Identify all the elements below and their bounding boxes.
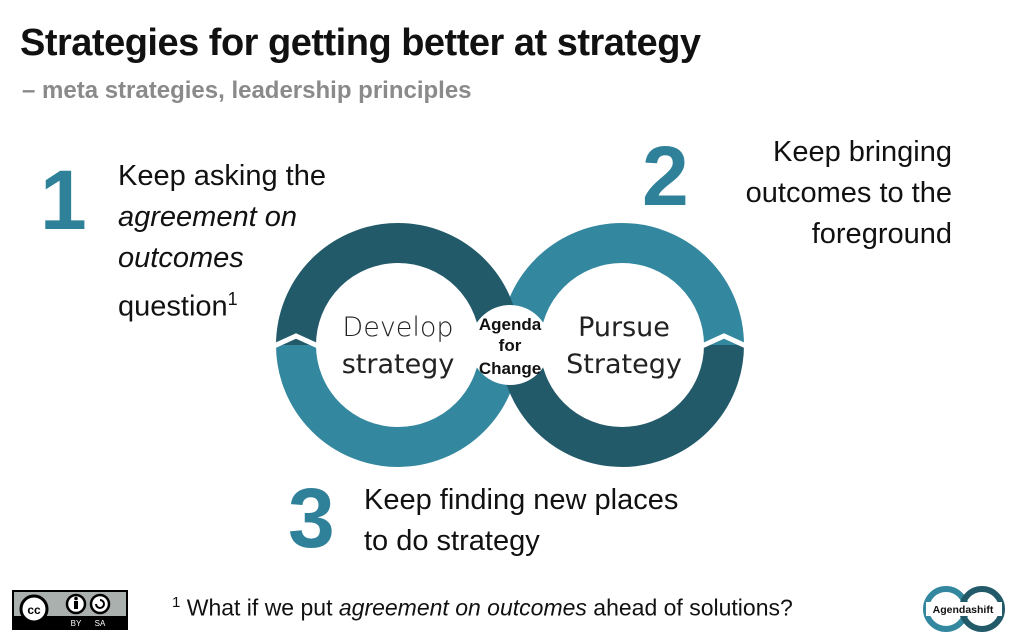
footnote-text: ahead of solutions? bbox=[593, 594, 793, 621]
cc-icon bbox=[19, 594, 49, 624]
right-label: Pursue bbox=[578, 312, 670, 343]
point-number-1: 1 bbox=[40, 153, 87, 247]
footnote-marker: 1 bbox=[172, 594, 181, 611]
point-text-1: Keep asking the agreement on outcomes qu… bbox=[118, 156, 326, 328]
center-label: for bbox=[499, 336, 522, 355]
center-circle bbox=[470, 305, 550, 385]
point-1-emphasis: agreement on bbox=[118, 201, 297, 233]
slide-subtitle: – meta strategies, leadership principles bbox=[22, 77, 472, 104]
center-label: Agenda bbox=[479, 315, 542, 334]
point-1-line: Keep asking the bbox=[118, 160, 326, 192]
left-label: Develop bbox=[342, 312, 453, 343]
point-2-line: Keep bringing bbox=[773, 136, 952, 168]
right-arrow-notch bbox=[700, 333, 748, 349]
point-text-2: Keep bringing outcomes to the foreground bbox=[746, 132, 952, 255]
infinity-loop-diagram: Develop strategy Pursue Strategy Agenda … bbox=[272, 223, 748, 467]
right-loop-bottom-arc bbox=[500, 344, 744, 467]
left-loop-bottom-arc bbox=[276, 344, 520, 467]
point-number-2: 2 bbox=[642, 129, 689, 223]
footnote-ref: 1 bbox=[227, 289, 238, 309]
center-label: Change bbox=[479, 359, 541, 378]
footnote-text: What if we put bbox=[186, 594, 333, 621]
point-1-line: question bbox=[118, 290, 228, 323]
sa-icon bbox=[89, 593, 111, 615]
footnote: 1 What if we put agreement on outcomes a… bbox=[172, 594, 793, 622]
point-number-3: 3 bbox=[288, 471, 335, 565]
left-loop-top-arc bbox=[276, 223, 520, 346]
slide-title: Strategies for getting better at strateg… bbox=[20, 22, 701, 64]
point-text-3: Keep finding new places to do strategy bbox=[364, 480, 678, 562]
logo-text: Agendashift bbox=[933, 604, 994, 616]
left-arrow-notch bbox=[272, 333, 320, 349]
agendashift-logo: Agendashift bbox=[923, 586, 1005, 632]
cc-text: cc bbox=[27, 603, 41, 617]
right-loop-top-arc bbox=[500, 223, 744, 346]
cc-by-sa-license-badge[interactable]: cc BY SA bbox=[12, 590, 128, 630]
by-text: BY bbox=[71, 619, 82, 628]
left-label: strategy bbox=[342, 349, 455, 380]
footnote-emphasis: agreement on outcomes bbox=[338, 594, 587, 621]
sa-text: SA bbox=[95, 619, 106, 628]
point-1-emphasis: outcomes bbox=[118, 242, 244, 274]
point-2-line: outcomes to the bbox=[745, 177, 952, 209]
point-3-line: Keep finding new places bbox=[364, 484, 679, 516]
right-label: Strategy bbox=[566, 349, 682, 380]
point-3-line: to do strategy bbox=[364, 525, 540, 557]
point-2-line: foreground bbox=[811, 218, 952, 250]
